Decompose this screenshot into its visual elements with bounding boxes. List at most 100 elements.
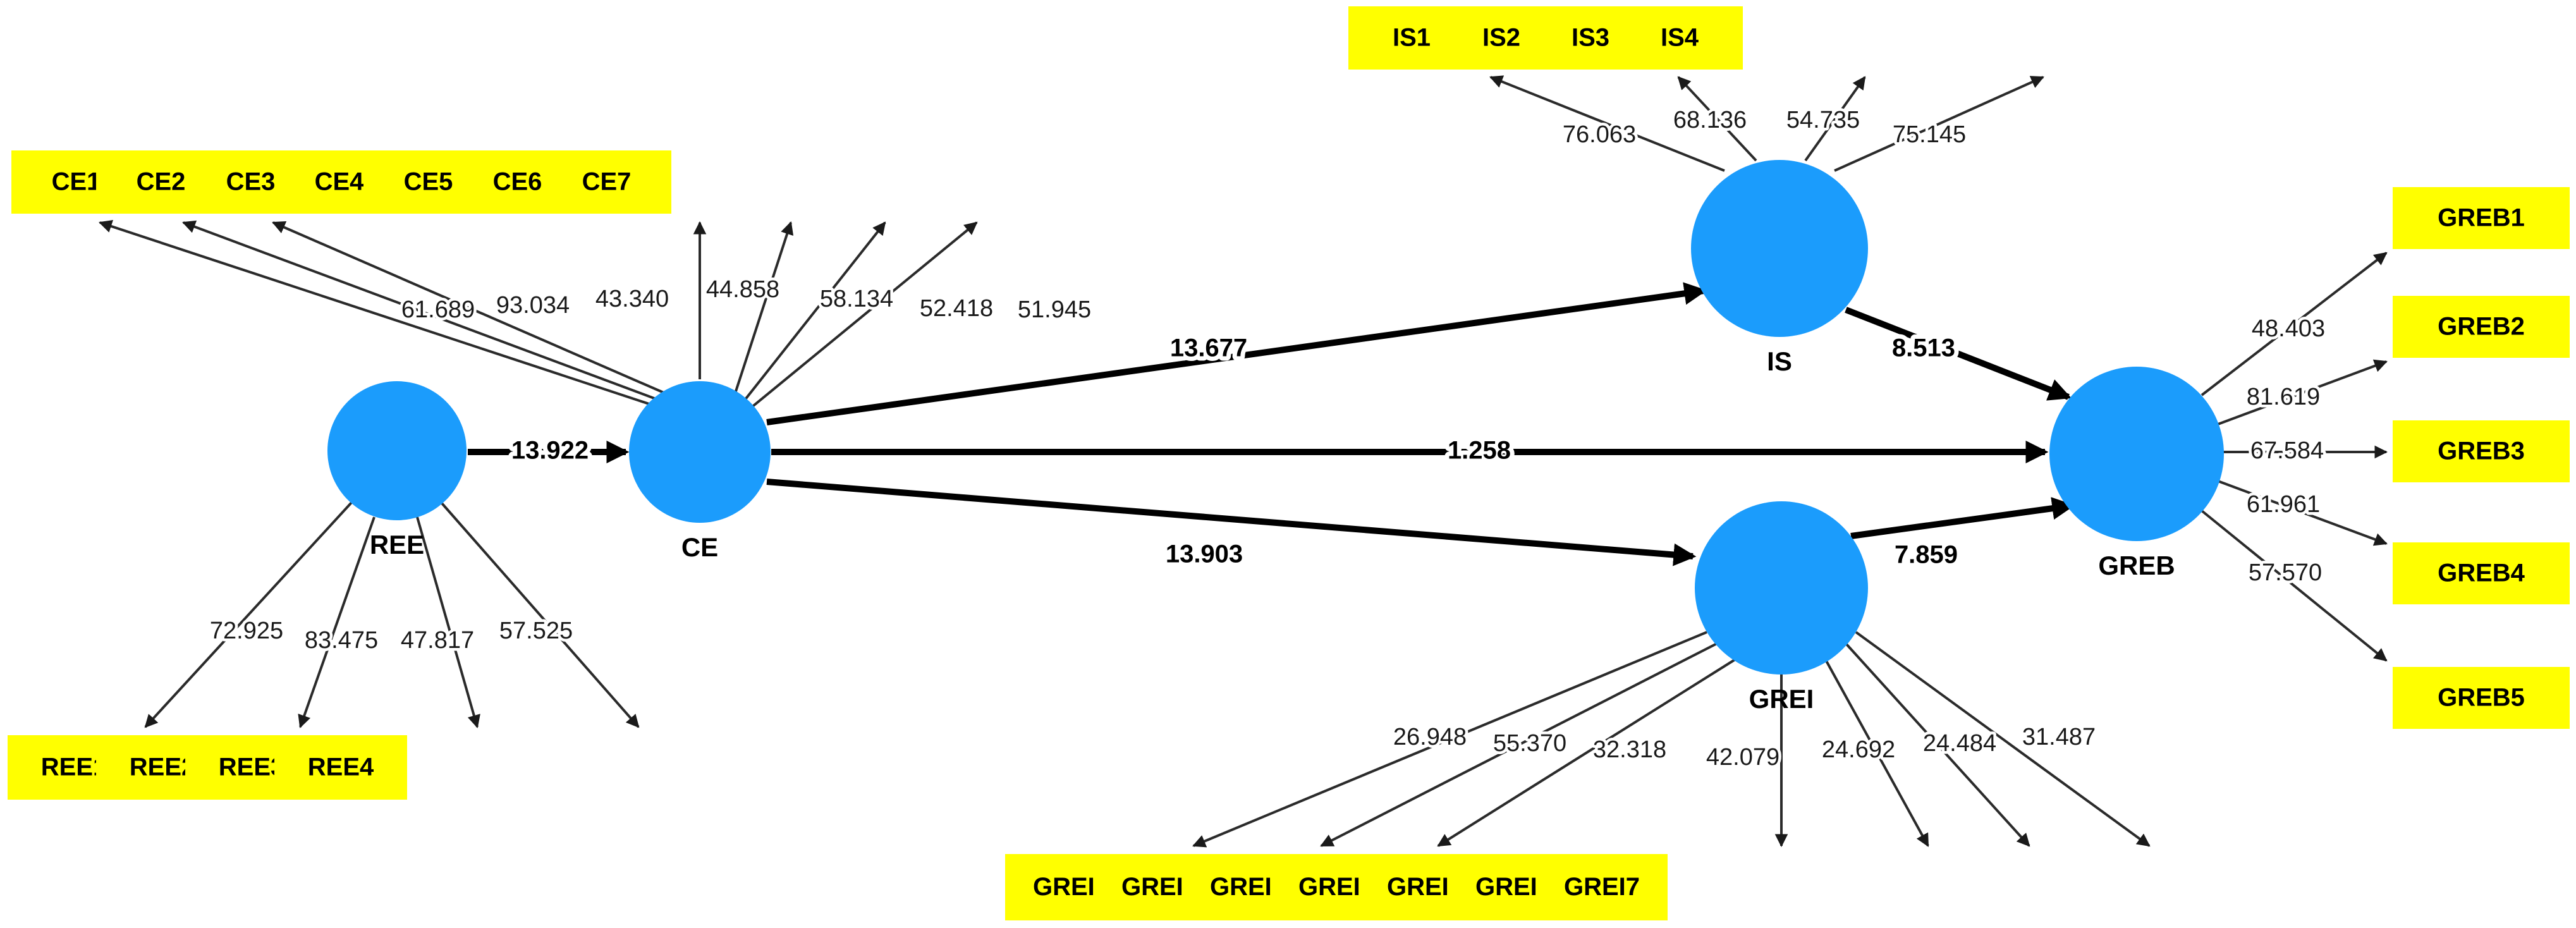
loading-arrow-ce-ce2 (182, 220, 658, 401)
loading-value-ree-ree4: 57.525 (499, 618, 573, 644)
latent-node-is[interactable]: IS (1691, 160, 1868, 376)
latent-node-grei[interactable]: GREI (1695, 501, 1868, 714)
indicator-label-ce6: CE6 (493, 168, 542, 196)
loading-value-is-is4-halo: 75.145 (1893, 121, 1966, 148)
loading-value-greb-greb5: 57.570 (2249, 559, 2322, 586)
loading-arrow-is-is2 (1677, 76, 1757, 162)
latent-variable-nodes: REE CE IS GREI GREB (327, 160, 2224, 714)
loading-arrow-ce-ce3 (272, 221, 666, 394)
loading-arrow-is-is3 (1804, 76, 1866, 162)
indicator-label-greb2: GREB2 (2438, 313, 2525, 341)
indicator-box-greb2[interactable] (2393, 296, 2570, 358)
loading-arrow-grei-grei3 (1437, 656, 1740, 847)
path-value-ce-grei: 13.903 (1166, 540, 1243, 568)
loading-value-ce-ce2-halo: 93.034 (496, 292, 570, 319)
loading-value-ree-ree3: 47.817 (401, 627, 474, 654)
loading-value-ce-ce7-halo: 51.945 (1018, 296, 1091, 323)
indicator-node-greb4[interactable]: GREB4 (2393, 542, 2570, 604)
indicator-label-ce3: CE3 (226, 168, 276, 196)
indicator-box-is4[interactable] (1616, 6, 1743, 70)
indicator-node-greb1[interactable]: GREB1 (2393, 187, 2570, 249)
loading-arrow-ce-ce7 (750, 221, 978, 409)
loading-value-ree-ree3-halo: 47.817 (401, 627, 474, 654)
latent-label-grei: GREI (1749, 684, 1814, 714)
indicator-label-is1: IS1 (1393, 24, 1431, 52)
loading-value-grei-grei5-halo: 24.692 (1822, 736, 1895, 763)
indicator-node-greb5[interactable]: GREB5 (2393, 667, 2570, 729)
indicator-label-ce1: CE1 (52, 168, 101, 196)
loading-value-greb-greb2: 81.619 (2247, 384, 2320, 410)
loading-value-ce-ce5: 58.134 (820, 286, 893, 312)
loading-arrow-grei-grei2 (1320, 642, 1718, 847)
loading-value-ce-ce3-halo: 43.340 (595, 286, 669, 312)
indicator-node-ree4[interactable]: REE4 (274, 735, 407, 800)
loading-value-is-is3: 54.735 (1786, 107, 1860, 133)
indicator-box-greb3[interactable] (2393, 420, 2570, 482)
indicator-node-greb2[interactable]: GREB2 (2393, 296, 2570, 358)
indicator-label-ce5: CE5 (404, 168, 453, 196)
loading-value-grei-grei7: 31.487 (2022, 724, 2096, 750)
indicator-label-greb5: GREB5 (2438, 684, 2525, 712)
loading-arrow-ree-ree1 (144, 501, 353, 728)
latent-circle-ce[interactable] (629, 381, 771, 523)
loading-arrow-ree-ree4 (440, 501, 640, 728)
latent-circle-grei[interactable] (1695, 501, 1868, 675)
indicator-label-ree1: REE1 (41, 754, 107, 781)
loading-arrow-ce-ce1 (99, 219, 652, 406)
latent-node-greb[interactable]: GREB (2049, 367, 2224, 580)
indicator-box-ce7[interactable] (542, 150, 671, 214)
loading-value-ce-ce6: 52.418 (920, 295, 993, 322)
indicator-label-greb4: GREB4 (2438, 559, 2525, 587)
loading-value-grei-grei5: 24.692 (1822, 736, 1895, 763)
indicator-box-greb1[interactable] (2393, 187, 2570, 249)
loading-value-ree-ree1: 72.925 (210, 618, 283, 644)
latent-label-is: IS (1767, 346, 1792, 376)
loading-value-ce-ce7: 51.945 (1018, 296, 1091, 323)
loading-arrow-greb-greb2 (2216, 359, 2388, 426)
path-value-is-greb: 8.513 (1892, 334, 1955, 362)
indicator-node-ce7[interactable]: CE7 (542, 150, 671, 214)
loading-value-ce-ce1-halo: 61.689 (401, 296, 475, 323)
indicator-label-ce7: CE7 (582, 168, 632, 196)
loading-arrow-ce-ce5 (734, 221, 794, 394)
latent-circle-ree[interactable] (327, 381, 467, 520)
indicator-box-grei7[interactable] (1536, 854, 1668, 920)
path-value-ce-grei-halo: 13.903 (1166, 540, 1243, 568)
path-arrow-grei-greb (1850, 497, 2075, 539)
loading-arrow-greb-greb4 (2216, 479, 2388, 546)
loading-value-ce-ce5-halo: 58.134 (820, 286, 893, 312)
latent-node-ree[interactable]: REE (327, 381, 467, 559)
loading-value-greb-greb1: 48.403 (2252, 315, 2325, 342)
indicator-label-ree2: REE2 (130, 754, 196, 781)
loading-value-greb-greb2-halo: 81.619 (2247, 384, 2320, 410)
indicator-node-grei7[interactable]: GREI7 (1536, 854, 1668, 920)
indicator-box-greb4[interactable] (2393, 542, 2570, 604)
indicator-label-ree3: REE3 (219, 754, 285, 781)
indicator-node-greb3[interactable]: GREB3 (2393, 420, 2570, 482)
path-value-ce-greb: 1.258 (1448, 437, 1511, 465)
latent-circle-is[interactable] (1691, 160, 1868, 337)
latent-circle-greb[interactable] (2049, 367, 2224, 541)
latent-label-ce: CE (681, 532, 718, 562)
indicator-label-greb3: GREB3 (2438, 437, 2525, 465)
loading-value-ce-ce2: 93.034 (496, 292, 570, 319)
loading-value-ce-ce6-halo: 52.418 (920, 295, 993, 322)
loading-value-ree-ree2: 83.475 (305, 627, 378, 654)
loading-value-is-is1: 76.063 (1563, 121, 1636, 148)
latent-node-ce[interactable]: CE (629, 381, 771, 562)
loading-value-greb-greb1-halo: 48.403 (2252, 315, 2325, 342)
indicator-box-greb5[interactable] (2393, 667, 2570, 729)
loading-arrow-grei-grei6 (1845, 642, 2030, 847)
loading-value-ce-ce3: 43.340 (595, 286, 669, 312)
loading-value-is-is4: 75.145 (1893, 121, 1966, 148)
indicator-node-is4[interactable]: IS4 (1616, 6, 1743, 70)
loading-value-grei-grei3-halo: 32.318 (1593, 736, 1666, 763)
loading-value-is-is3-halo: 54.735 (1786, 107, 1860, 133)
indicator-box-ree4[interactable] (274, 735, 407, 800)
indicator-label-grei7: GREI7 (1564, 873, 1640, 901)
loading-arrow-grei-grei7 (1855, 631, 2151, 847)
path-arrow-is-greb (1845, 307, 2072, 401)
loading-value-is-is2: 68.136 (1673, 107, 1747, 133)
loading-arrow-ce-ce6 (743, 221, 886, 401)
